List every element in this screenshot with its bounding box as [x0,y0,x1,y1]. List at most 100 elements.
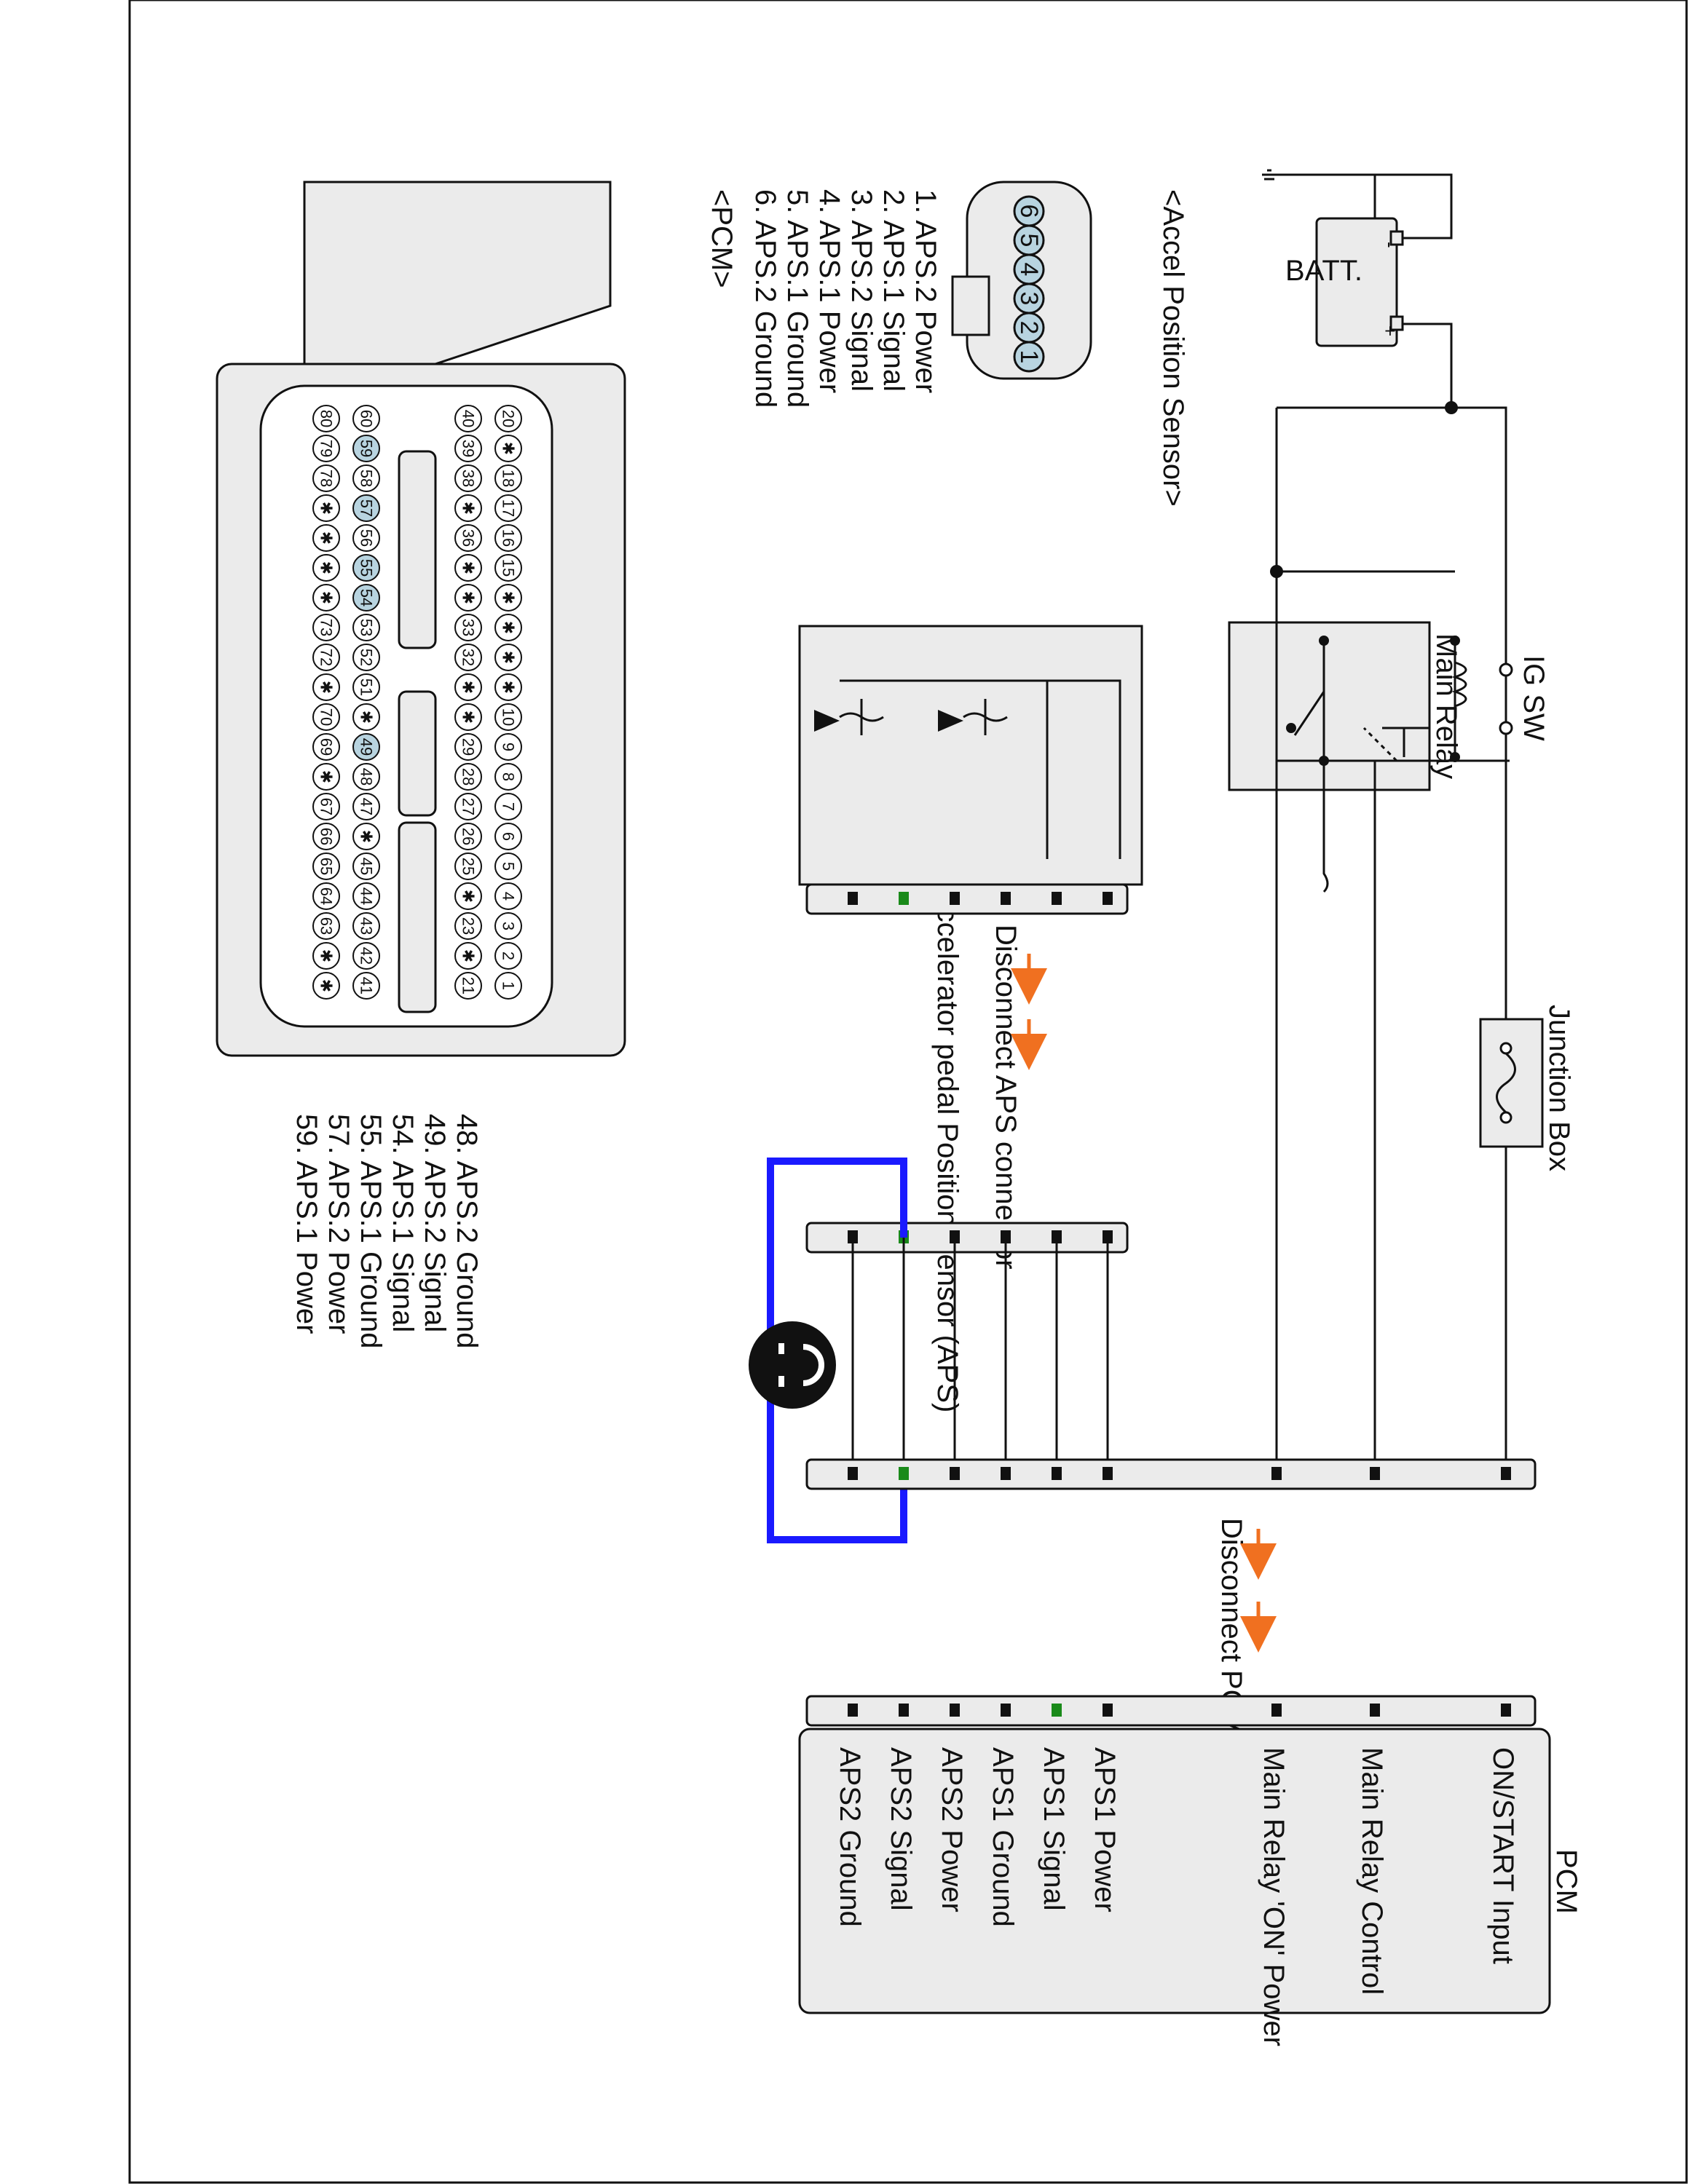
pcm-block: PCM [798,1695,1582,2014]
pcm-pin-number: ✱ [318,502,336,515]
pcm-pin-circle [454,494,482,522]
pcm-pin-label: Main Relay 'ON' Power [1258,1747,1290,2046]
accel-pin-circles [1013,195,1045,373]
pcm-pin-number: 28 [460,768,478,786]
pcm-pin-number: ✱ [318,770,336,783]
accel-connector-title: <Accel Position Sensor> [1157,189,1189,507]
pcm-pin-number: 44 [358,887,376,905]
pcm-pin-number: 8 [500,772,518,781]
pcm-pin-number: 39 [460,440,478,457]
pcm-pin-number: 26 [460,828,478,845]
pcm-pin-grid: 20✱18171615✱✱✱✱10987654321403938✱36✱✱333… [312,405,522,1000]
pcm-pin-number: ✱ [500,651,518,664]
ohmmeter-icon [749,1321,836,1409]
pcm-pin-number: 79 [318,440,336,457]
pcm-pin-number: 73 [318,619,336,636]
pcm-pin-circle [494,435,522,462]
ig-wire [1451,406,1507,1478]
pcm-pin-number: 27 [460,798,478,815]
pcm-title: PCM [1550,1849,1582,1914]
pcm-pin-label: APS1 Power [1089,1747,1121,1912]
pcm-pin-number: ✱ [318,949,336,962]
accel-pin-item: 5. APS.1 Ground [781,189,813,408]
battery-label: BATT. [1285,255,1362,287]
pcm-pin-number: 21 [460,977,478,994]
pcm-pin-number: ✱ [460,591,478,604]
accel-pin-item: 3. APS.2 Signal [845,189,877,392]
pcm-pin-label: APS2 Power [936,1747,968,1912]
pcm-pin-circle [454,405,482,432]
pcm-pin-number: 64 [318,887,336,905]
pcm-pin-circle [312,763,340,791]
pcm-pin-number: 29 [460,738,478,756]
pcm-pin-circle [494,584,522,612]
pcm-pin-number: 69 [318,738,336,756]
accel-pin-number: 4 [1015,263,1043,277]
battery-pos-label: + [1379,325,1401,336]
pcm-pin-circle [352,793,380,820]
pcm-pin-number: ✱ [318,561,336,574]
pcm-pin-circle [312,793,340,820]
pcm-pin-circle [352,763,380,791]
pcm-pin-circle [454,793,482,820]
battery: - + BATT. [1285,217,1404,347]
pcm-pin-circle [312,614,340,641]
pcm-pin-circle [352,852,380,880]
pcm-pin-circle [454,972,482,1000]
pcm-pin-circle [454,942,482,970]
accel-pin-item: 2. APS.1 Signal [877,189,910,392]
pcm-pin-circle [494,882,522,910]
pcm-pin-item: 49. APS.2 Signal [419,1114,451,1332]
pcm-pin-circle [312,464,340,492]
pcm-pin-number: 58 [358,470,376,487]
main-relay: Main Relay [1228,621,1467,791]
pcm-pin-circle [312,972,340,1000]
pcm-pin-number: 42 [358,947,376,965]
pcm-pin-circle [454,644,482,671]
relay-wire [1275,408,1455,573]
pcm-pin-circle [352,912,380,940]
pcm-pin-number: 41 [358,977,376,994]
pcm-pin-circle [352,464,380,492]
pcm-pin-number: 72 [318,649,336,666]
junction-box: Junction Box [1479,1005,1575,1171]
pcm-pin-number: ✱ [460,890,478,903]
pcm-pin-circle [312,882,340,910]
accel-pin-number: 6 [1015,205,1043,218]
pcm-pin-number: 15 [500,559,518,577]
pcm-pin-item: 54. APS.1 Signal [387,1114,419,1332]
pcm-pin-circle [352,524,380,552]
pcm-pin-number: 23 [460,917,478,935]
pcm-pin-circle [352,405,380,432]
pcm-pin-number: 38 [460,470,478,487]
accel-pin-item: 6. APS.2 Ground [749,189,781,408]
junction-box-label: Junction Box [1543,1005,1575,1171]
pcm-pin-number: ✱ [460,681,478,694]
pcm-pin-number: 66 [318,828,336,845]
pcm-pin-circle [454,703,482,731]
pcm-pin-circle [312,405,340,432]
pcm-pin-number: 60 [358,410,376,427]
pcm-pin-number: 52 [358,649,376,666]
pcm-pin-number: 54 [358,589,376,606]
pcm-pin-circle [312,912,340,940]
pcm-pin-number: ✱ [318,531,336,545]
pcm-pin-circle [454,882,482,910]
harness-connector-pcm [805,1458,1537,1490]
pcm-pin-label: APS2 Ground [834,1747,866,1927]
accel-pin-item: 4. APS.1 Power [813,189,845,393]
pcm-pin-number: ✱ [460,949,478,962]
pcm-pin-number: 3 [500,922,518,930]
pcm-pin-number: 43 [358,917,376,935]
pcm-pin-number: ✱ [460,502,478,515]
pcm-pin-number: 49 [358,738,376,756]
pcm-pin-number: 2 [500,951,518,960]
pcm-pin-circle [312,494,340,522]
pcm-pin-label: Main Relay Control [1356,1747,1388,1995]
pcm-pin-number: 70 [318,708,336,726]
